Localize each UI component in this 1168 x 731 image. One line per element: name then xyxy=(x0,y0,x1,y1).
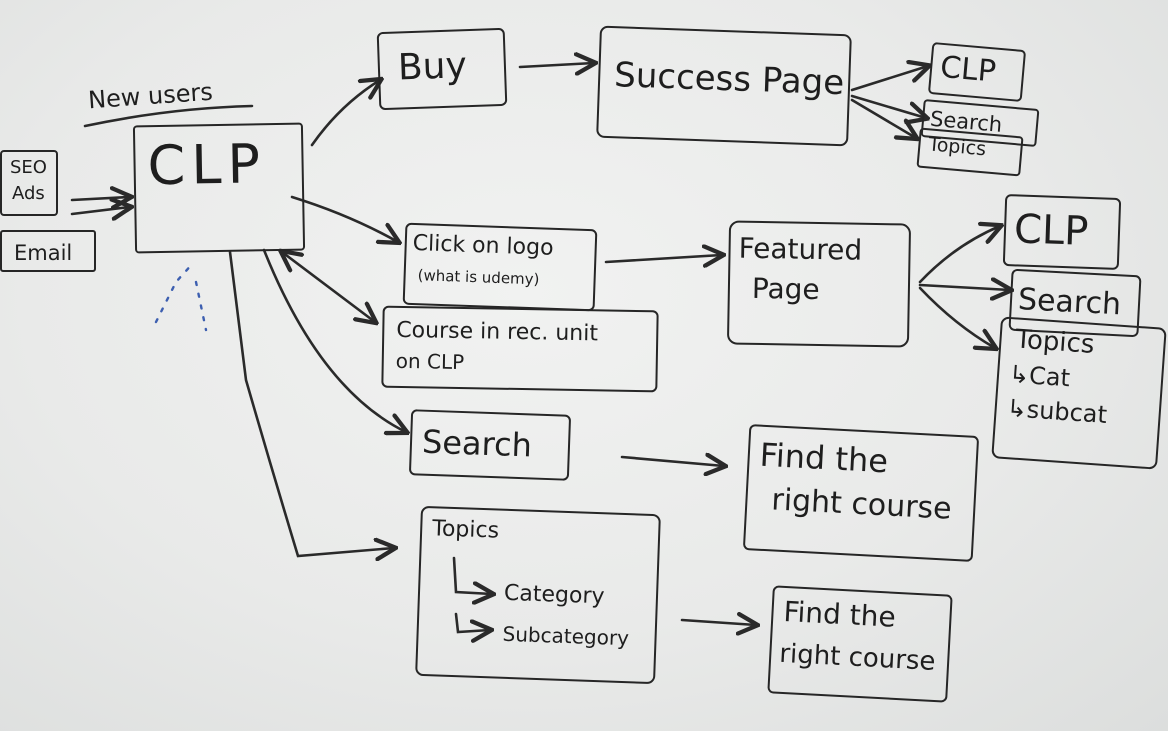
arrow-clp-course-rec xyxy=(282,252,375,322)
featured-search-label: Search xyxy=(1017,282,1122,323)
clp-main-label: CLP xyxy=(147,132,267,198)
arrow-success-to-topics xyxy=(850,98,916,138)
featured-topics-box: Topics ↳Cat ↳subcat xyxy=(991,316,1167,470)
arrow-featured-to-search xyxy=(918,285,1010,290)
featured-line1: Featured xyxy=(738,231,863,267)
arrow-clp-to-logo xyxy=(290,195,398,242)
buy-box: Buy xyxy=(376,27,508,111)
click-logo-line2: (what is udemy) xyxy=(417,266,540,289)
featured-topics-label: Topics xyxy=(1014,324,1096,360)
email-label: Email xyxy=(14,241,73,265)
seo-label: SEO xyxy=(10,157,47,178)
blue-dotted-mark-2 xyxy=(194,280,208,332)
topics-label: Topics xyxy=(431,516,500,544)
arrow-success-to-search xyxy=(850,94,926,118)
topics-box: Topics Category Subcategory xyxy=(415,505,661,685)
featured-line2: Page xyxy=(751,271,820,307)
click-logo-line1: Click on logo xyxy=(412,230,554,261)
arrow-featured-to-clp xyxy=(918,226,1000,284)
find-course-box-1: Find the right course xyxy=(742,424,980,562)
featured-clp-box: CLP xyxy=(1002,193,1122,271)
arrow-logo-to-featured xyxy=(604,255,722,262)
arrow-seo-to-clp xyxy=(70,197,130,200)
arrow-clp-to-topics xyxy=(228,250,394,556)
arrow-success-to-clp xyxy=(850,66,928,92)
featured-subcat-label: subcat xyxy=(1025,395,1108,429)
find2-line1: Find the xyxy=(782,594,897,634)
arrow-topics-to-subcategory xyxy=(454,612,490,632)
course-rec-line2: on CLP xyxy=(395,348,465,375)
category-label: Category xyxy=(503,580,605,610)
success-page-box: Success Page xyxy=(596,25,852,147)
arrow-clp-to-search xyxy=(262,248,406,432)
arrow-topics-to-category xyxy=(452,556,492,594)
featured-subcat-row: ↳subcat xyxy=(1005,394,1108,429)
find1-line1: Find the xyxy=(758,435,889,481)
clp-main-box: CLP xyxy=(132,122,306,254)
arrow-buy-to-success xyxy=(518,63,594,67)
search-label: Search xyxy=(421,422,533,465)
success-page-label: Success Page xyxy=(613,55,845,104)
arrow-search-to-find xyxy=(620,457,724,466)
find2-line2: right course xyxy=(778,638,937,677)
click-logo-box: Click on logo (what is udemy) xyxy=(402,222,598,312)
success-topics-label: Topics xyxy=(927,133,987,161)
ads-label: Ads xyxy=(12,183,45,204)
find-course-box-2: Find the right course xyxy=(767,585,953,703)
featured-clp-label: CLP xyxy=(1013,206,1090,255)
course-rec-box: Course in rec. unit on CLP xyxy=(381,305,659,393)
new-users-underline xyxy=(83,104,254,128)
featured-page-box: Featured Page xyxy=(726,220,912,348)
find1-line2: right course xyxy=(770,482,953,527)
arrow-clp-to-buy xyxy=(310,80,380,147)
arrow-email-to-clp xyxy=(70,207,130,214)
course-rec-line1: Course in rec. unit xyxy=(396,317,599,347)
success-clp-label: CLP xyxy=(938,49,998,90)
blue-dotted-mark-1 xyxy=(154,260,196,324)
search-box: Search xyxy=(408,409,572,481)
subcategory-label: Subcategory xyxy=(502,621,630,651)
arrow-featured-to-topics xyxy=(918,286,995,348)
buy-label: Buy xyxy=(397,45,468,89)
success-clp-box: CLP xyxy=(927,42,1027,102)
featured-cat-row: ↳Cat xyxy=(1008,360,1071,393)
arrow-topics-to-find xyxy=(680,620,756,625)
email-box: Email xyxy=(0,230,96,272)
seo-ads-box: SEO Ads xyxy=(0,150,58,216)
featured-cat-label: Cat xyxy=(1028,361,1071,393)
